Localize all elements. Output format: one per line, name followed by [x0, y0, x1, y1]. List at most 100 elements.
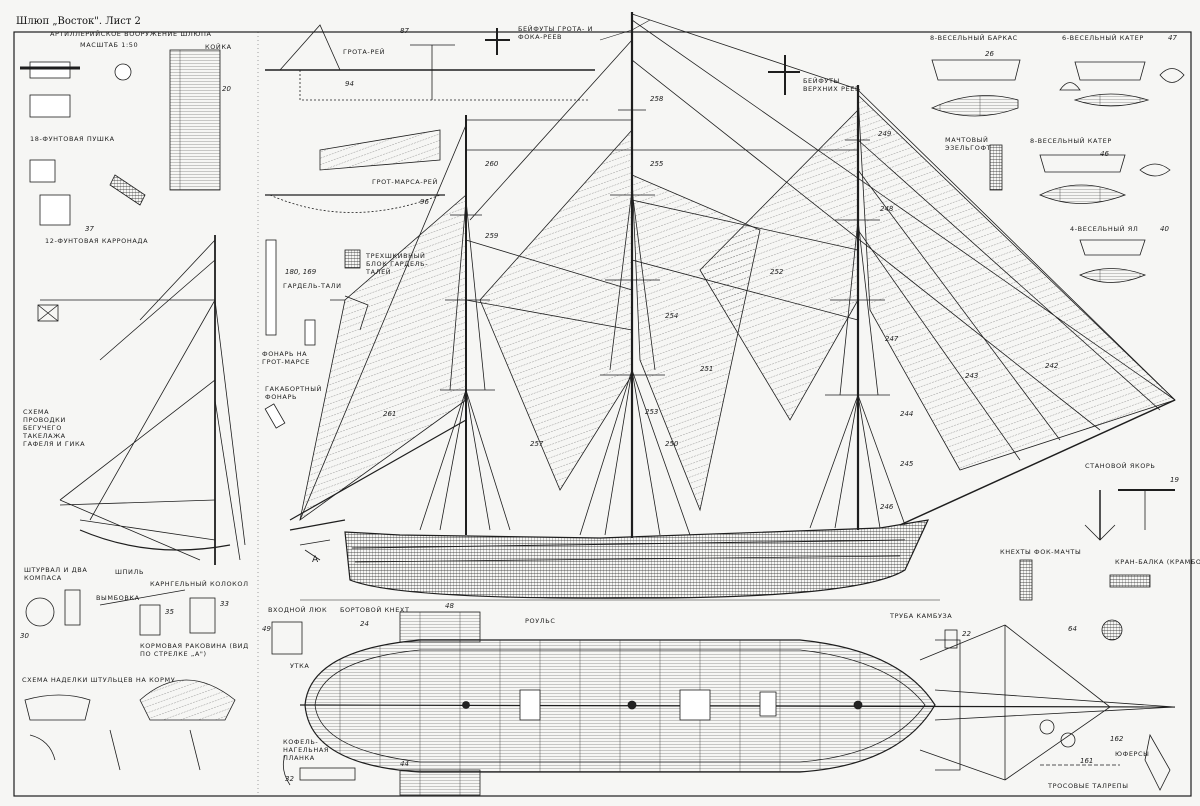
tackle-lanterns [264, 239, 361, 429]
part-number: 33 [220, 600, 229, 608]
part-number: 26 [985, 50, 994, 58]
stern-section [169, 49, 221, 191]
main-topmast-staysail [631, 174, 761, 512]
ship-side-view [289, 12, 1176, 601]
part-number: 47 [1168, 34, 1177, 42]
label-upper-yard-brackets: Бейфуты верхних реев [803, 77, 861, 93]
label-yard-brackets: Бейфуты грота- и фока-реев [518, 25, 594, 41]
spanker-sail [299, 194, 467, 521]
label-sheave: Роульс [525, 617, 556, 625]
label-cutter8: 8-весельный катер [1030, 137, 1112, 145]
part-number: 161 [1080, 757, 1094, 765]
entry-hatch-icon [271, 621, 303, 655]
label-anchor: Становой якорь [1085, 462, 1156, 470]
part-number: 37 [85, 225, 94, 233]
part-number: 48 [445, 602, 454, 610]
label-capstan: Шпиль [115, 568, 145, 576]
part-number: 44 [400, 760, 409, 768]
label-yawl4: 4-весельный ял [1070, 225, 1139, 233]
part-number: 40 [1160, 225, 1169, 233]
part-number: 243 [965, 372, 979, 380]
label-cutter6: 6-весельный катер [1062, 34, 1144, 42]
part-number: 258 [650, 95, 664, 103]
label-cathead: Кран-балка (крамбол) [1115, 558, 1200, 566]
arrow-a-label: А [312, 555, 319, 565]
side-lantern-icon [264, 403, 286, 429]
part-number: 24 [360, 620, 369, 628]
label-side-lantern: Гакабортный фонарь [265, 385, 323, 401]
label-stern-gallery: Кормовая раковина (вид по стрелке „А") [140, 642, 249, 658]
label-side-bitt: Бортовой кнехт [340, 606, 410, 614]
deck-fittings [24, 589, 958, 786]
part-number: 249 [878, 130, 892, 138]
label-main-topsail-yard: Грот-марса-рей [372, 178, 438, 186]
part-number: 35 [165, 608, 174, 616]
artillery-details [20, 49, 221, 226]
ship-wheel-icon [25, 597, 55, 627]
bell-icon [189, 597, 216, 634]
part-number: 94 [345, 80, 354, 88]
label-deadeyes: Юферсы [1115, 750, 1150, 758]
label-lanyards: Тросовые талрепы [1048, 782, 1129, 790]
part-number: 242 [1045, 362, 1059, 370]
part-number: 253 [645, 408, 659, 416]
part-number: 247 [885, 335, 899, 343]
longboat-plan [930, 95, 1019, 117]
sheet-border [13, 31, 1192, 797]
cathead-icon [1109, 574, 1151, 588]
yawl-plan [1079, 268, 1147, 283]
part-number: 180, 169 [285, 268, 317, 276]
cannon-front [114, 63, 132, 81]
gaff-rigging-scheme [37, 235, 246, 565]
part-number: 246 [880, 503, 894, 511]
part-number: 32 [285, 775, 294, 783]
label-helm: Штурвал и два компаса [24, 566, 88, 582]
scale-label: Масштаб 1:50 [80, 41, 139, 49]
part-number: 254 [665, 312, 679, 320]
boat-on-deck-48 [399, 611, 481, 643]
part-number: 22 [962, 630, 971, 638]
flag [37, 304, 59, 322]
label-stern-scheme: Схема наделки штульцев на корму [22, 676, 176, 684]
capstan-icon [139, 604, 161, 636]
lantern-icon [304, 319, 316, 346]
label-cleat: Утка [290, 662, 310, 670]
cutter8-plan [1039, 184, 1127, 204]
bowsprit [899, 399, 1176, 526]
label-bitts: Кнехты фок-мачты [1000, 548, 1082, 556]
anchor-fittings [1019, 489, 1175, 791]
cannon-18pdr-side [29, 61, 71, 79]
cutter6-plan [1073, 93, 1150, 107]
part-number: 252 [770, 268, 784, 276]
fore-staysail-upper [699, 109, 859, 421]
yard-drawings [265, 24, 800, 213]
jib-sail [857, 94, 1176, 471]
part-number: 46 [1100, 150, 1109, 158]
label-bell: Карнгельный колокол [150, 580, 249, 588]
part-number: 259 [485, 232, 499, 240]
label-entry: Входной люк [268, 606, 328, 614]
part-number: 260 [485, 160, 499, 168]
three-sheave-block-icon [344, 249, 361, 269]
ensign-flag [330, 295, 369, 331]
bitts-icon [1019, 559, 1033, 601]
part-number: 250 [665, 440, 679, 448]
part-number: 19 [1170, 476, 1179, 484]
label-longboat: 8-весельный баркас [930, 34, 1018, 42]
label-main-yard: Грота-рей [343, 48, 386, 56]
label-mast-cap: Мачтовый эзельгофт [945, 136, 992, 152]
deck-centerline-bowsprit [299, 704, 1176, 708]
main-staysail [479, 128, 633, 491]
part-number: 87 [400, 27, 409, 35]
label-top-lantern: Фонарь на грот-марсе [262, 350, 310, 366]
part-number: 244 [900, 410, 914, 418]
label-halyard-block: Трехшкивный блок гардель-талей [366, 252, 429, 276]
label-gun18: 18-фунтовая пушка [30, 135, 115, 143]
part-number: 248 [880, 205, 894, 213]
label-halyard-tackle: Гардель-тали [283, 282, 342, 290]
pin-rail-icon [299, 767, 356, 781]
part-number: 30 [20, 632, 29, 640]
label-carronade12: 12-фунтовая карронада [45, 237, 149, 245]
